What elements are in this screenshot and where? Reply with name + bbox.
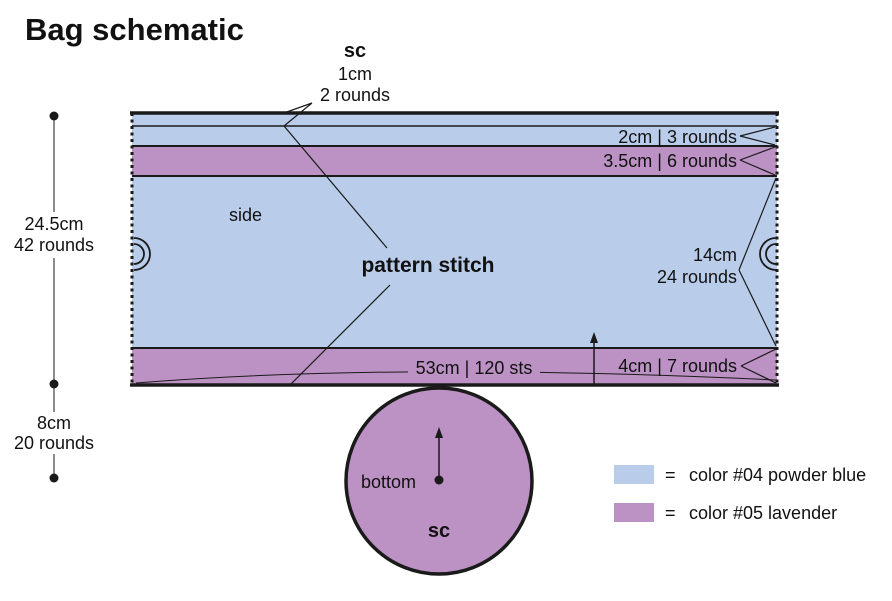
side-label: side	[229, 205, 262, 225]
legend-swatch-powder-blue	[614, 465, 654, 484]
stripe-14cm-blue	[132, 176, 777, 348]
stripe-2cm-label: 2cm | 3 rounds	[618, 127, 737, 147]
top-rounds-label: 2 rounds	[320, 85, 390, 105]
stripe-top-sc-blue	[132, 113, 777, 126]
leader-lines	[283, 102, 777, 386]
height-dimension	[49, 111, 59, 483]
side-rounds-label: 42 rounds	[14, 235, 94, 255]
dimension-dot	[49, 379, 59, 389]
width-label: 53cm | 120 sts	[416, 358, 533, 378]
legend-equals: =	[665, 503, 676, 523]
top-height-label: 1cm	[338, 64, 372, 84]
legend-label-lavender: color #05 lavender	[689, 503, 837, 523]
bottom-height-label: 8cm	[37, 413, 71, 433]
legend-swatch-lavender	[614, 503, 654, 522]
bottom-rounds-label: 20 rounds	[14, 433, 94, 453]
stripe-2cm-blue	[132, 126, 777, 146]
right-handle-marker	[759, 237, 777, 271]
pattern-stitch-label: pattern stitch	[361, 254, 494, 277]
stripe-14cm-height-label: 14cm	[693, 245, 737, 265]
side-height-label: 24.5cm	[24, 214, 83, 234]
arrow-head	[435, 427, 443, 438]
bottom-circle	[344, 386, 534, 576]
direction-arrow-side	[590, 332, 598, 385]
legend-equals: =	[665, 465, 676, 485]
legend-label-powder-blue: color #04 powder blue	[689, 465, 866, 485]
width-label-backdrop	[408, 355, 540, 379]
stripe-3-5cm-label: 3.5cm | 6 rounds	[603, 151, 737, 171]
dimension-dot	[49, 473, 59, 483]
legend: = color #04 powder blue = color #05 lave…	[614, 465, 866, 523]
dimension-dot	[49, 111, 59, 121]
page-title: Bag schematic	[25, 12, 244, 47]
top-stitch-label: sc	[344, 40, 366, 62]
stripe-4cm-label: 4cm | 7 rounds	[618, 356, 737, 376]
stripe-14cm-rounds-label: 24 rounds	[657, 267, 737, 287]
left-handle-marker	[133, 237, 151, 271]
bottom-stitch-label: sc	[428, 520, 450, 542]
bottom-label: bottom	[361, 472, 416, 492]
center-dot	[434, 475, 444, 485]
stripe-3-5cm-lavender	[132, 146, 777, 176]
